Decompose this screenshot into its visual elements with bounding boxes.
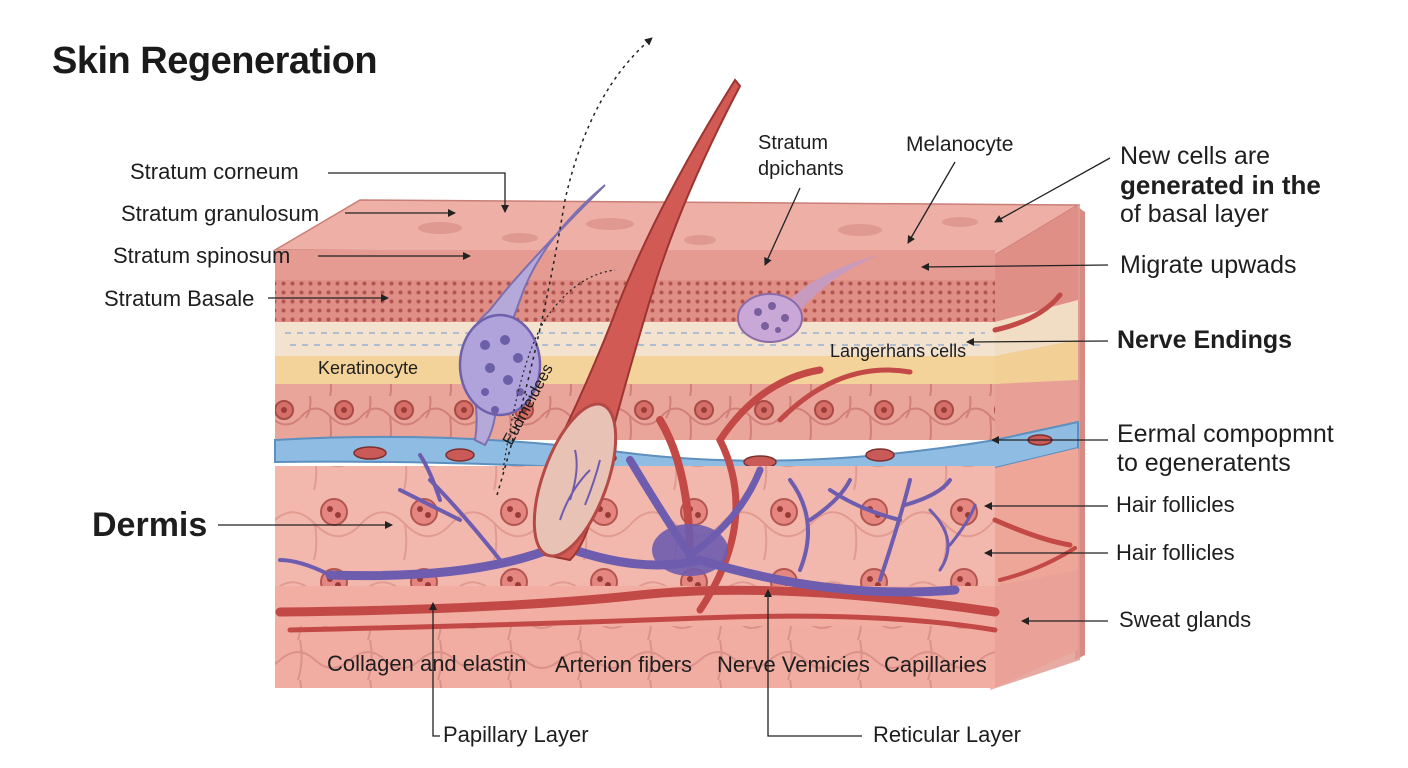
label-keratinocyte: Keratinocyte <box>318 358 419 378</box>
label-capillaries: Capillaries <box>884 652 987 677</box>
label-collagen-elastin: Collagen and elastin <box>327 651 527 676</box>
label-hair-follicles-2: Hair follicles <box>1116 540 1235 565</box>
label-melanocyte: Melanocyte <box>906 133 1014 156</box>
artery-network <box>275 292 1077 633</box>
leader-lines <box>218 157 1111 737</box>
label-langerhans-cells: Langerhans cells <box>830 341 967 361</box>
label-dermal-component: Eermal compopmnt to egeneratents <box>1117 420 1334 477</box>
label-papillary-layer: Papillary Layer <box>443 722 589 747</box>
label-nerve-vemicies: Nerve Vemicies <box>717 652 870 677</box>
label-stratum-spinosum: Stratum spinosum <box>113 243 291 268</box>
label-sweat-glands: Sweat glands <box>1119 607 1252 632</box>
label-stratum-basale: Stratum Basale <box>104 286 255 311</box>
label-stratum-granulosum: Stratum granulosum <box>121 201 320 226</box>
label-nerve-endings: Nerve Endings <box>1117 326 1293 354</box>
diagram-title: Skin Regeneration <box>52 40 378 82</box>
melanocyte-cell <box>737 293 803 343</box>
spinous-cell-layer <box>275 384 995 440</box>
label-hair-follicles-1: Hair follicles <box>1116 492 1235 517</box>
label-reticular-layer: Reticular Layer <box>873 722 1021 747</box>
label-dermis: Dermis <box>92 506 208 544</box>
label-arterion-fibers: Arterion fibers <box>555 652 692 677</box>
migration-arrow-upward <box>496 37 653 496</box>
reticular-dermis-layer <box>275 626 995 688</box>
label-migrate-upwards: Migrate upwads <box>1120 251 1297 279</box>
label-new-cells: New cells are generated in the of basal … <box>1120 142 1321 228</box>
label-stratum-dpichants: Stratum dpichants <box>758 132 844 180</box>
label-stratum-corneum: Stratum corneum <box>130 159 299 184</box>
